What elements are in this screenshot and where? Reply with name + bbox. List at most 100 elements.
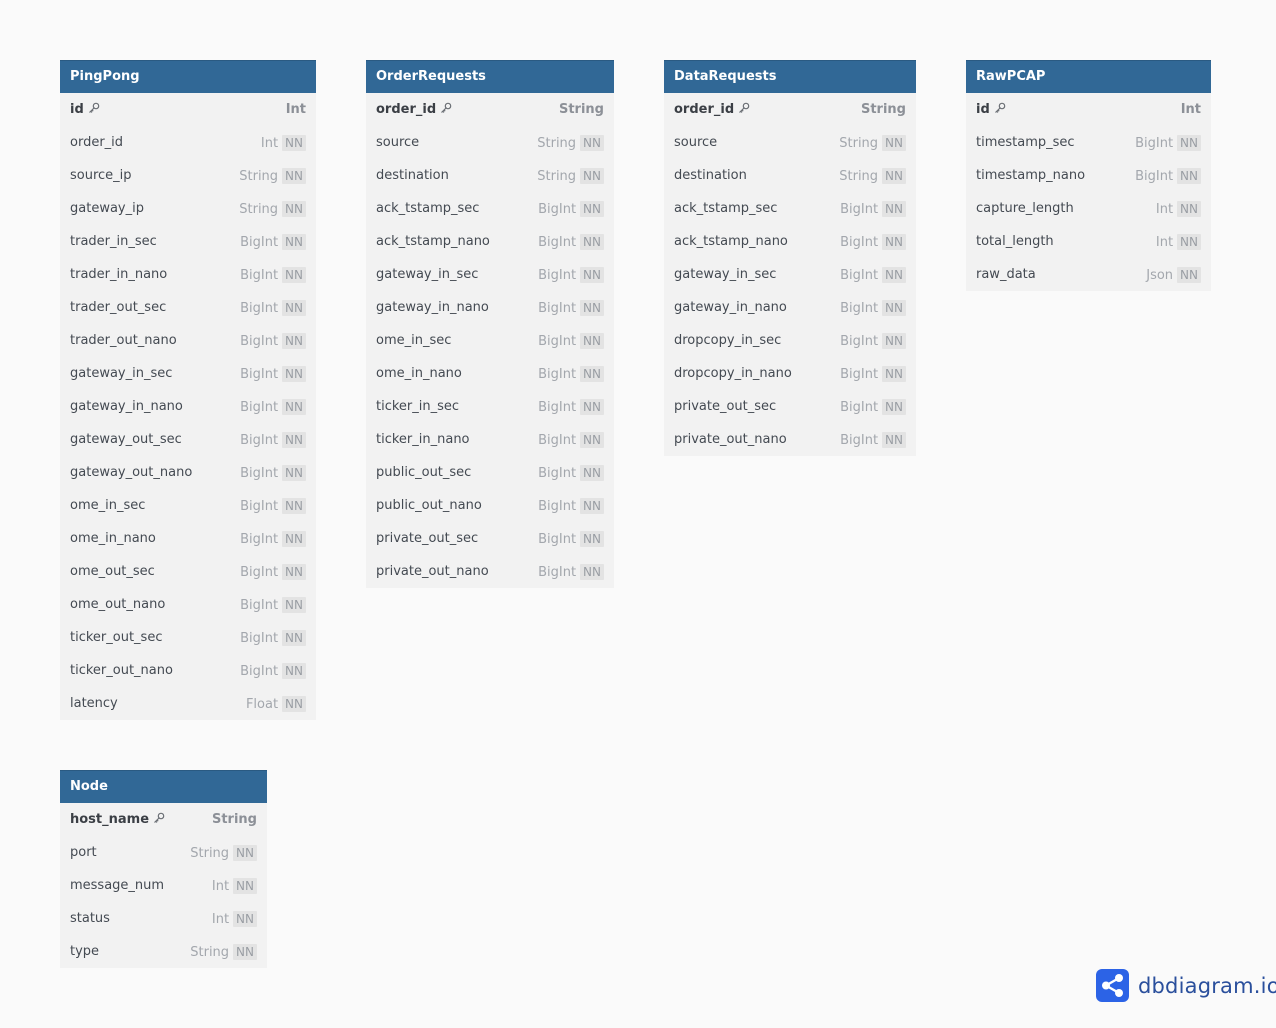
column-name-cell: public_out_sec	[376, 465, 538, 480]
column-type: String	[537, 135, 577, 151]
table-header[interactable]: DataRequests	[664, 60, 916, 93]
column-name: gateway_ip	[70, 201, 144, 216]
column-name-cell: ack_tstamp_sec	[376, 201, 538, 216]
not-null-badge: NN	[882, 167, 906, 184]
not-null-badge: NN	[580, 398, 604, 415]
column-name: source	[674, 135, 718, 150]
table-header[interactable]: OrderRequests	[366, 60, 614, 93]
column-type: BigInt	[240, 531, 279, 547]
dbdiagram-logo[interactable]: dbdiagram.io	[1096, 969, 1276, 1002]
column-type: String	[839, 135, 879, 151]
column-name-cell: timestamp_nano	[976, 168, 1135, 183]
not-null-badge: NN	[580, 464, 604, 481]
column-name-cell: destination	[674, 168, 839, 183]
column-type: Int	[211, 911, 230, 927]
table-header[interactable]: Node	[60, 770, 267, 803]
column-name-cell: private_out_sec	[376, 531, 538, 546]
column-name: gateway_out_nano	[70, 465, 193, 480]
table-header[interactable]: RawPCAP	[966, 60, 1211, 93]
column-name: private_out_nano	[376, 564, 489, 579]
column-name: gateway_in_sec	[376, 267, 479, 282]
column-name: id	[976, 102, 990, 117]
not-null-badge: NN	[882, 233, 906, 250]
table-header[interactable]: PingPong	[60, 60, 316, 93]
column-name: ome_in_nano	[70, 531, 156, 546]
column-name-cell: latency	[70, 696, 246, 711]
not-null-badge: NN	[282, 662, 306, 679]
not-null-badge: NN	[282, 530, 306, 547]
column-name-cell: order_id	[376, 102, 559, 117]
